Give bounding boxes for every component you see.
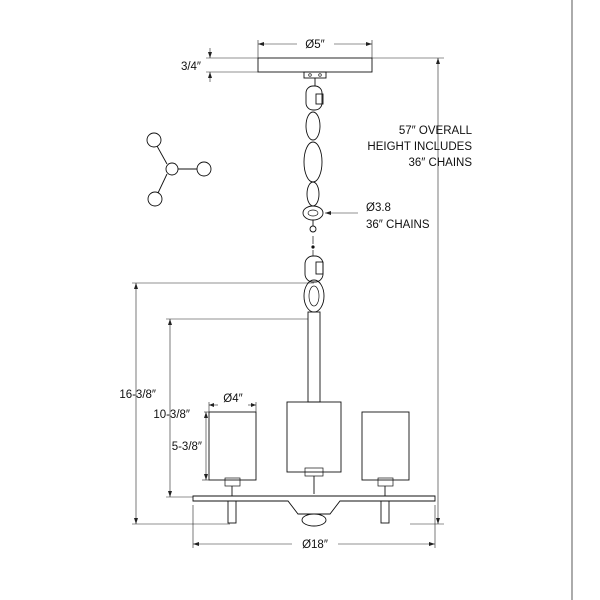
chain-length-label: 36″ CHAINS xyxy=(366,219,430,231)
overall-width-label: Ø18″ xyxy=(302,539,328,551)
body-height-dimension xyxy=(132,282,314,525)
overall-height-dimension xyxy=(372,57,444,525)
arm-height-dimension xyxy=(166,318,308,498)
shade-diameter-dimension xyxy=(208,402,257,412)
top-view-icon xyxy=(146,132,212,207)
body-height-label: 16-3/8″ xyxy=(119,389,156,401)
chain xyxy=(302,78,325,313)
canopy xyxy=(257,57,373,79)
chain-diameter-callout xyxy=(325,211,358,215)
overall-height-line3: 36″ CHAINS xyxy=(408,157,472,169)
canopy-height-label: 3/4″ xyxy=(181,61,201,73)
canopy-diameter-label: Ø5″ xyxy=(305,39,324,51)
arm-height-label: 10-3/8″ xyxy=(153,409,190,421)
overall-height-line1: 57″ OVERALL xyxy=(399,125,473,137)
overall-height-line2: HEIGHT INCLUDES xyxy=(367,141,472,153)
shade-height-dimension xyxy=(202,411,209,481)
canopy-height-dimension xyxy=(206,48,258,82)
shade-height-label: 5-3/8″ xyxy=(172,441,202,453)
shade-diameter-label: Ø4″ xyxy=(223,393,242,405)
chain-diameter-label: Ø3.8 xyxy=(366,202,391,214)
fixture-body xyxy=(192,311,436,527)
canopy-diameter-dimension xyxy=(257,40,373,58)
overall-width-dimension xyxy=(192,505,436,548)
